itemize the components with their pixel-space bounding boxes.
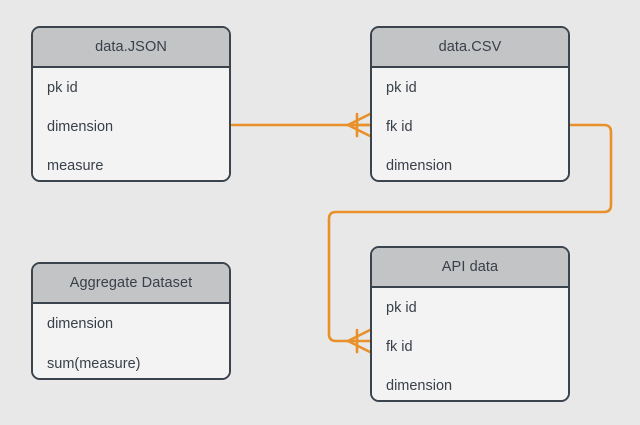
crows-foot-icon-csv — [346, 112, 372, 138]
entity-attributes-data-json: pk id dimension measure — [33, 68, 229, 180]
entity-attributes-api-data: pk id fk id dimension — [372, 288, 568, 400]
attribute-row: measure — [47, 157, 104, 174]
entity-attributes-aggregate-dataset: dimension sum(measure) — [33, 304, 229, 378]
attribute-row: fk id — [386, 338, 413, 355]
attribute-row: pk id — [47, 79, 78, 96]
attribute-row: fk id — [386, 118, 413, 135]
entity-aggregate-dataset[interactable]: Aggregate Dataset dimension sum(measure) — [31, 262, 231, 380]
crows-foot-icon-api — [346, 328, 372, 354]
attribute-row: dimension — [386, 157, 453, 174]
entity-data-csv[interactable]: data.CSV pk id fk id dimension — [370, 26, 570, 182]
entity-api-data[interactable]: API data pk id fk id dimension — [370, 246, 570, 402]
attribute-row: dimension — [47, 316, 114, 332]
entity-title-api-data: API data — [372, 248, 568, 288]
entity-title-data-csv: data.CSV — [372, 28, 568, 68]
entity-data-json[interactable]: data.JSON pk id dimension measure — [31, 26, 231, 182]
entity-title-aggregate-dataset: Aggregate Dataset — [33, 264, 229, 304]
entity-title-data-json: data.JSON — [33, 28, 229, 68]
attribute-row: sum(measure) — [47, 356, 141, 372]
attribute-row: dimension — [47, 118, 114, 135]
attribute-row: pk id — [386, 299, 417, 316]
attribute-row: pk id — [386, 79, 417, 96]
attribute-row: dimension — [386, 377, 453, 394]
entity-attributes-data-csv: pk id fk id dimension — [372, 68, 568, 180]
